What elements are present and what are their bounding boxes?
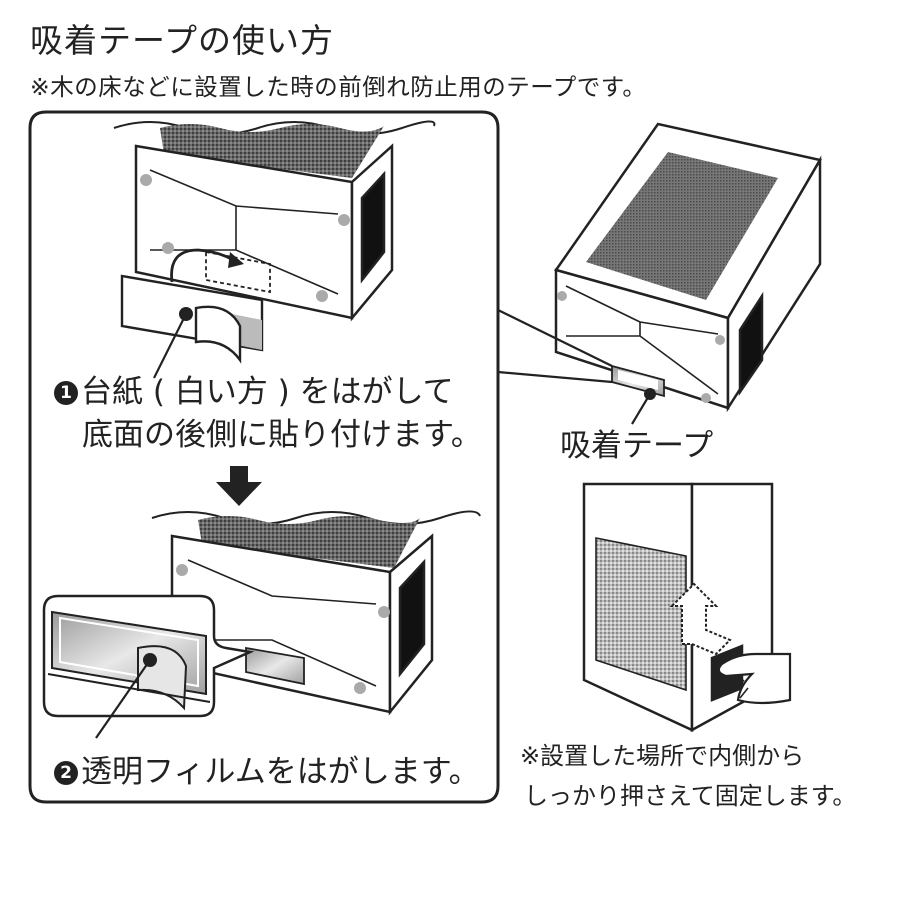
hand-icon (711, 652, 792, 705)
note-line-1: ※設置した場所で内側から (520, 742, 805, 770)
step-2-text-1: 透明フィルムをはがします。 (81, 754, 480, 790)
curved-arrow-icon (170, 248, 244, 283)
tape-with-backing (120, 274, 264, 379)
left-panel-frame (28, 110, 500, 804)
note-line-2: しっかり押さえて固定します。 (524, 782, 857, 810)
step-1-line-2: 底面の後側に貼り付けます。 (82, 417, 482, 453)
step-2-badge: 2 (54, 761, 78, 785)
down-arrow-icon (216, 466, 262, 506)
tape-pointer (631, 388, 656, 425)
step-1-text-1: 台紙 ( 白い方 ) をはがして (81, 374, 454, 410)
step-1-badge: 1 (54, 381, 78, 405)
unit-bottom-view-2 (151, 510, 481, 716)
zoom-callout-peel-film (42, 594, 255, 739)
dotted-push-arrow-icon (669, 582, 732, 656)
page-subtitle: ※木の床などに設置した時の前倒れ防止用のテープです。 (30, 73, 647, 101)
unit-perspective-view (553, 122, 822, 413)
tape-label: 吸着テープ (560, 428, 714, 464)
page-title: 吸着テープの使い方 (30, 21, 335, 60)
unit-bottom-view-1 (113, 120, 436, 322)
callout-connector (497, 309, 613, 384)
